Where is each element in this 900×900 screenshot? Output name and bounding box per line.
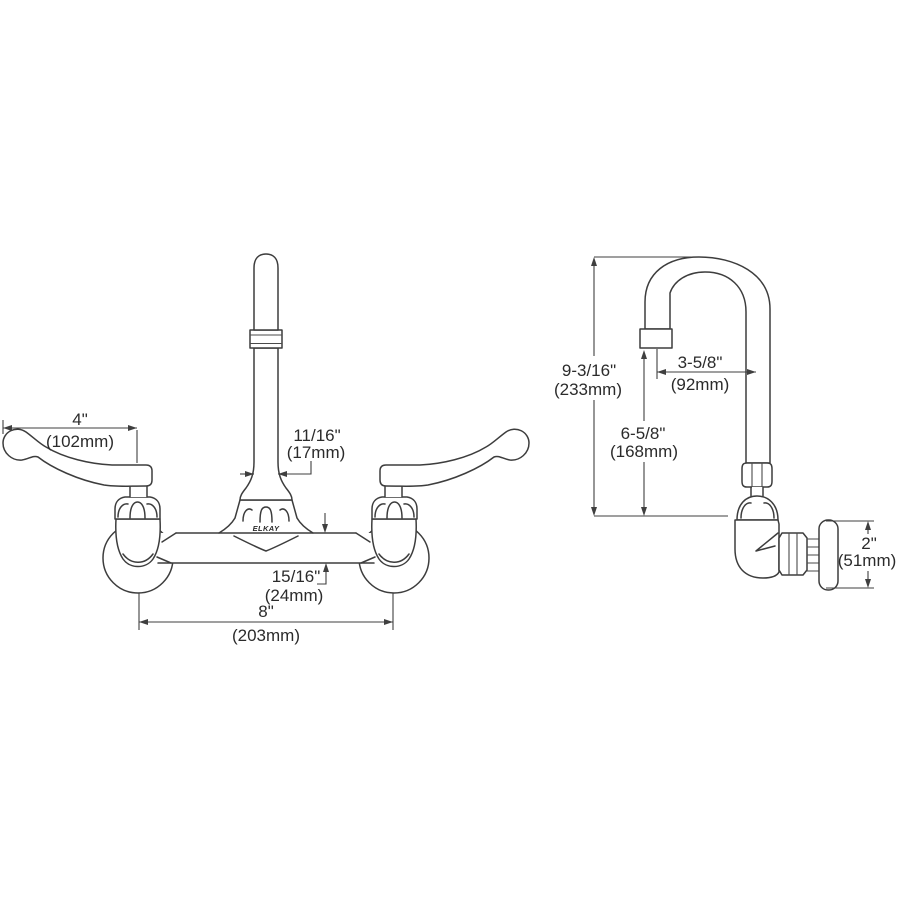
dim-overall-height-in: 9-3/16" <box>562 361 616 380</box>
dim-flange-diameter-in: 2" <box>861 534 877 553</box>
right-valve-body <box>371 518 417 568</box>
left-bonnet <box>114 496 161 520</box>
left-wristblade-handle <box>2 428 153 487</box>
dim-overall-height-mm: (233mm) <box>554 380 622 399</box>
dim-outlet-height: 6-5/8" (168mm) <box>610 350 678 516</box>
dim-body-height-mm: (24mm) <box>265 586 324 605</box>
threaded-nipple <box>806 538 820 572</box>
spout-collar <box>249 329 283 349</box>
dim-spout-diameter: 11/16" (17mm) <box>240 426 345 477</box>
gooseneck-spout <box>644 256 771 464</box>
dim-center-spread-mm: (203mm) <box>232 626 300 645</box>
dim-center-spread-in: 8" <box>258 602 274 621</box>
dim-handle-length: 4" (102mm) <box>2 410 138 463</box>
dim-handle-length-mm: (102mm) <box>46 432 114 451</box>
front-spout <box>239 253 293 501</box>
faucet-body <box>156 532 376 564</box>
dim-body-height-in: 15/16" <box>272 567 321 586</box>
elkay-logo: ELKAY <box>253 524 280 533</box>
dim-spout-diameter-in: 11/16" <box>293 426 340 445</box>
flow-arrow <box>755 532 779 552</box>
union-nut <box>778 532 808 576</box>
coupling-nut <box>741 462 773 488</box>
right-handle-stem <box>384 485 403 498</box>
right-wristblade-handle <box>379 428 530 487</box>
side-wall-flange <box>818 519 839 591</box>
left-valve-body <box>115 518 161 568</box>
dim-spout-diameter-mm: (17mm) <box>287 443 346 462</box>
valve-neck <box>750 486 764 497</box>
spout-outlet <box>639 328 673 349</box>
spout-lower-tube <box>239 347 293 501</box>
dim-flange-diameter-mm: (51mm) <box>838 551 897 570</box>
dim-outlet-height-mm: (168mm) <box>610 442 678 461</box>
right-bonnet <box>371 496 418 520</box>
left-handle-stem <box>129 485 148 498</box>
dim-center-spread: 8" (203mm) <box>138 593 394 645</box>
side-view: 9-3/16" (233mm) 6-5/8" (168mm) 3-5/8" (9… <box>554 256 897 591</box>
dim-body-height: 15/16" (24mm) <box>265 513 329 605</box>
wall-elbow-body <box>734 519 780 579</box>
side-bonnet-dome <box>736 495 779 521</box>
dim-overall-height: 9-3/16" (233mm) <box>554 256 728 517</box>
dim-spout-reach-mm: (92mm) <box>671 375 730 394</box>
spout-base-pedestal: ELKAY <box>218 499 314 552</box>
dim-flange-diameter: 2" (51mm) <box>826 520 897 589</box>
dim-spout-reach-in: 3-5/8" <box>678 353 723 372</box>
spout-upper-tube <box>253 253 279 331</box>
dim-spout-reach: 3-5/8" (92mm) <box>656 349 756 394</box>
dim-outlet-height-in: 6-5/8" <box>621 424 666 443</box>
dim-handle-length-in: 4" <box>72 410 88 429</box>
front-view: ELKAY 4" (102mm) 11/16" (17mm) <box>2 253 530 645</box>
